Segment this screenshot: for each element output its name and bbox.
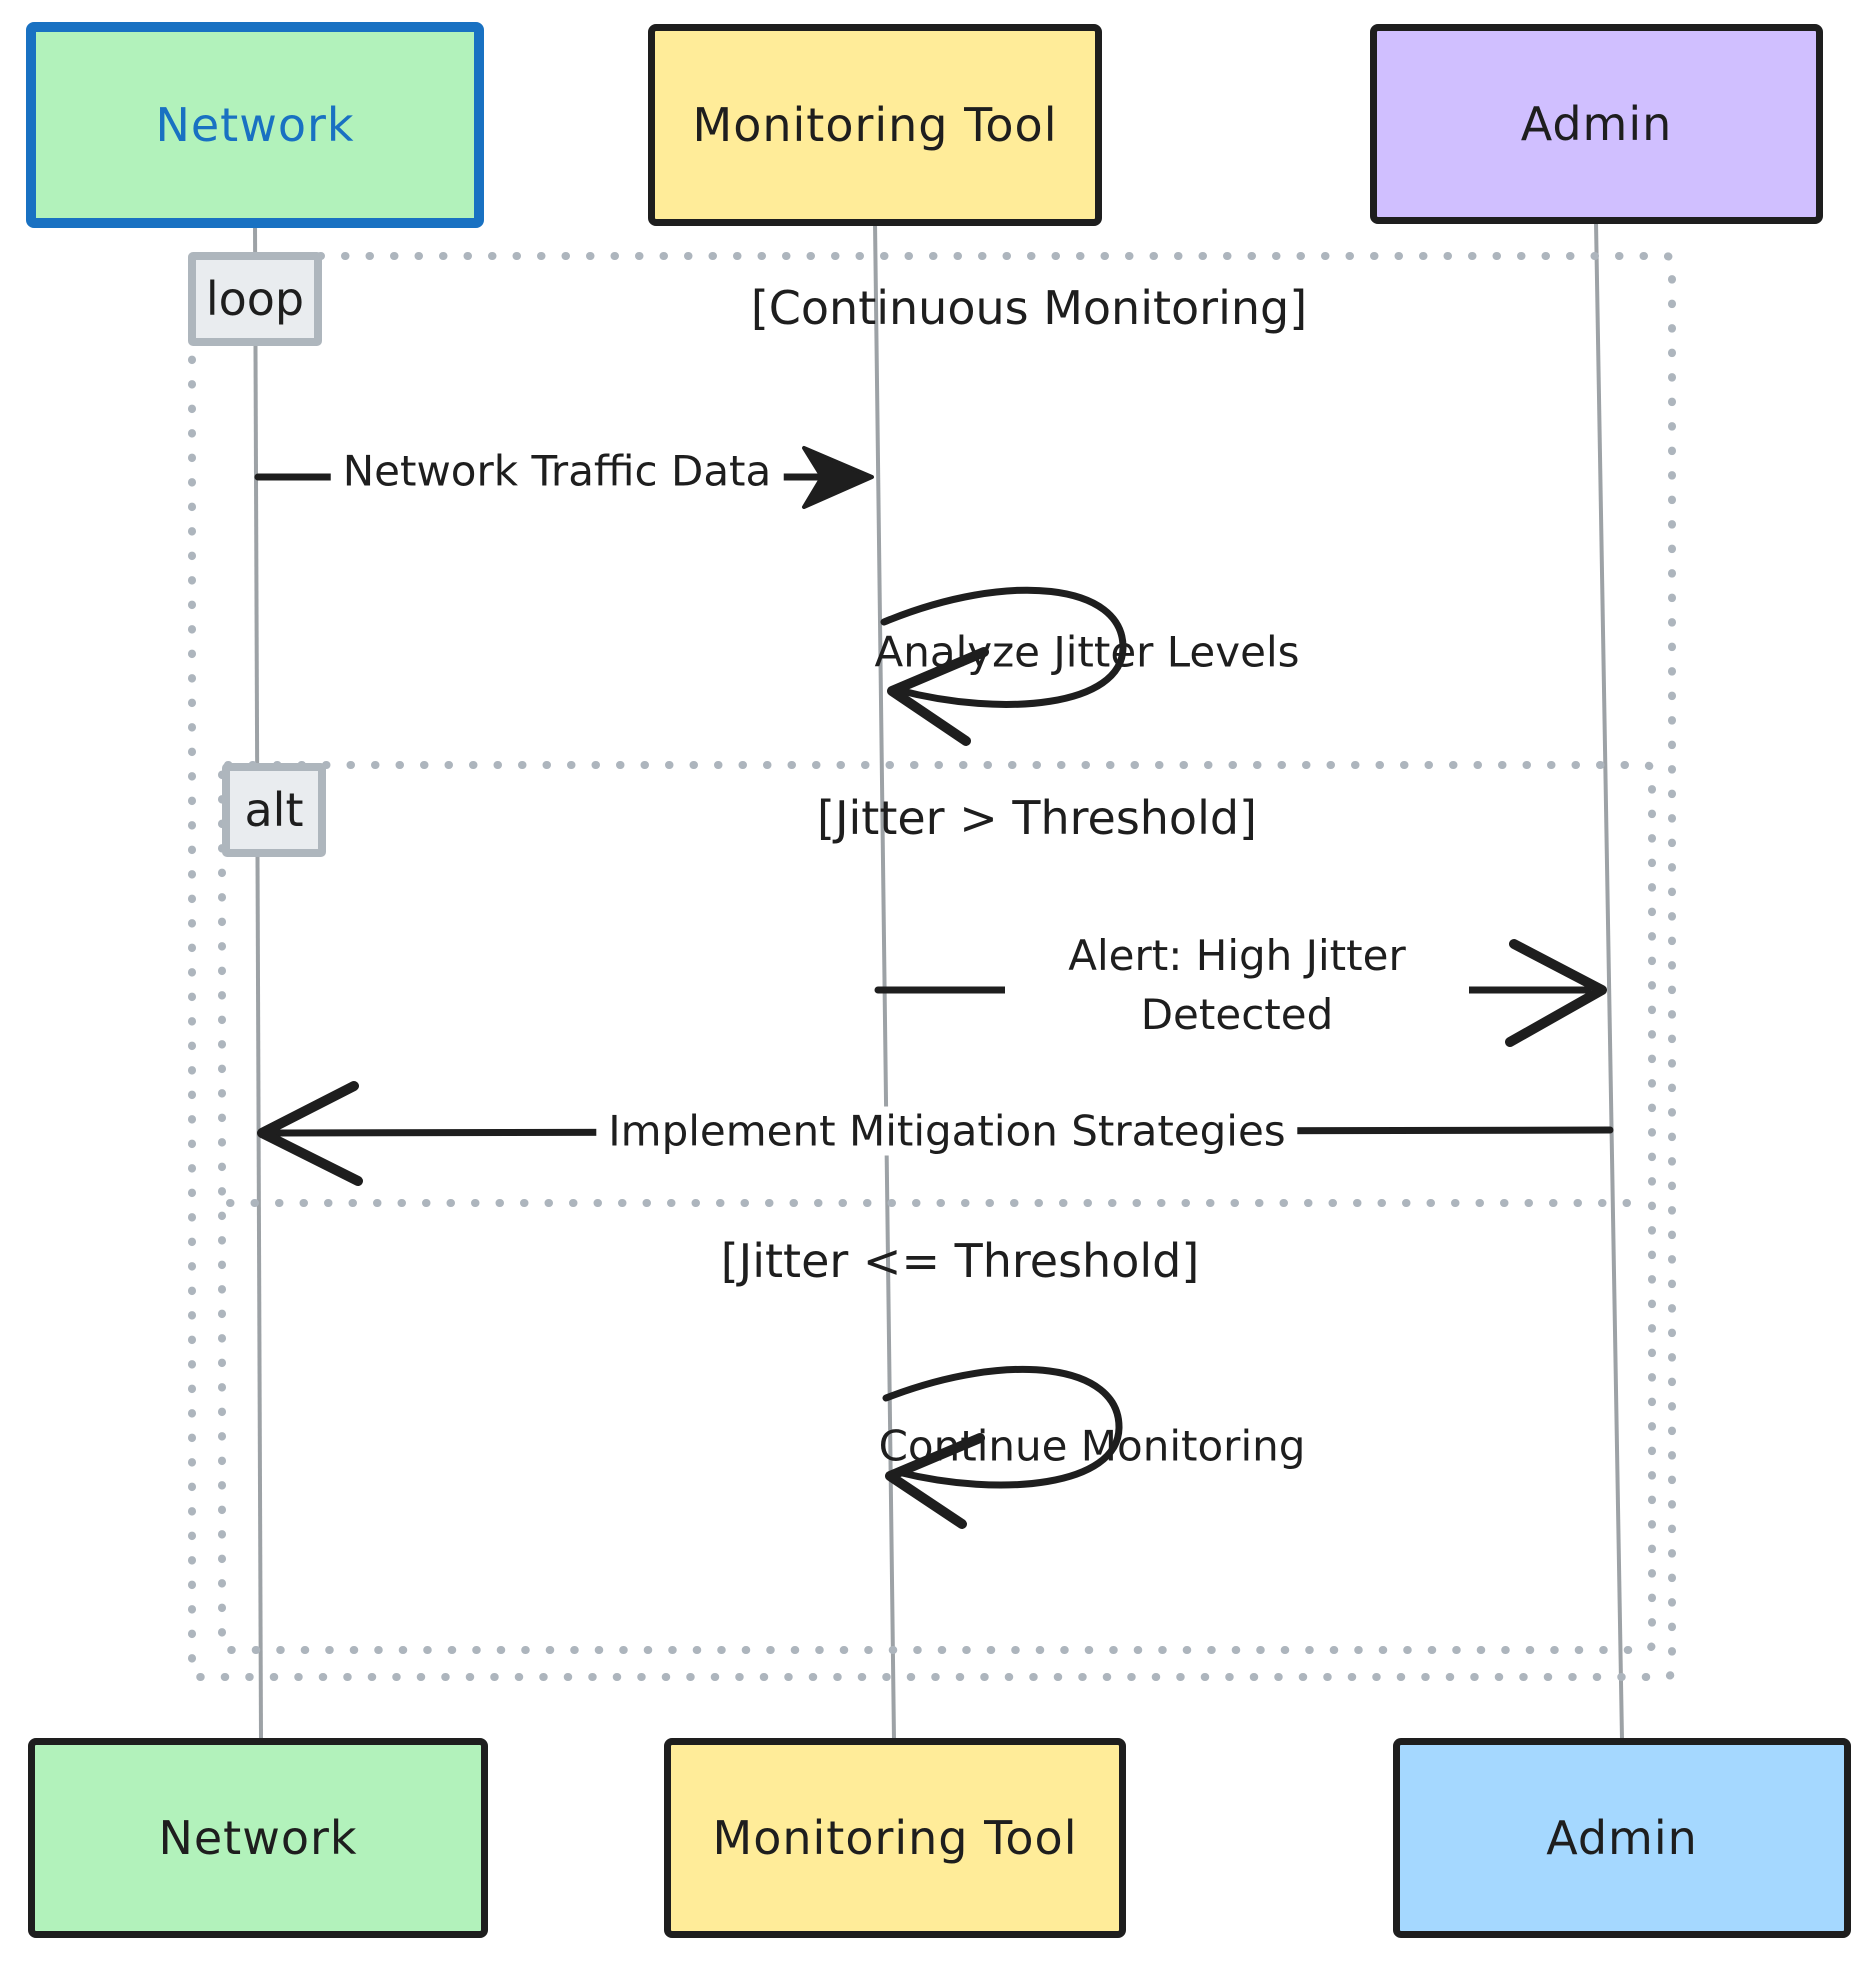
loop-frame[interactable] xyxy=(188,252,1676,1681)
message-label-alert-high-jitter[interactable]: Alert: High Jitter Detected xyxy=(1005,927,1469,1045)
alt-frame[interactable] xyxy=(218,761,1656,1654)
actor-top-monitoring-tool[interactable]: Monitoring Tool xyxy=(648,24,1102,226)
actor-top-monitoring-tool-label: Monitoring Tool xyxy=(692,98,1058,152)
message-arrow-continue-monitoring[interactable] xyxy=(882,1365,1123,1529)
message-arrow-analyze-jitter-levels[interactable] xyxy=(880,586,1127,746)
alt-condition-if-text: [Jitter > Threshold] xyxy=(816,791,1258,845)
alt-frame-label[interactable]: alt xyxy=(222,763,326,857)
actor-bottom-network[interactable]: Network xyxy=(28,1738,488,1938)
loop-frame-label-text: loop xyxy=(205,272,305,326)
actor-bottom-monitoring-tool[interactable]: Monitoring Tool xyxy=(664,1738,1126,1938)
actor-top-admin-label: Admin xyxy=(1520,97,1673,151)
message-label-implement-mitigation[interactable]: Implement Mitigation Strategies xyxy=(596,1106,1298,1156)
actor-bottom-admin-label: Admin xyxy=(1546,1811,1698,1865)
lifeline-monitoring xyxy=(873,221,896,1741)
actor-bottom-monitoring-tool-label: Monitoring Tool xyxy=(712,1811,1078,1865)
lifeline-network xyxy=(253,221,263,1741)
loop-frame-label[interactable]: loop xyxy=(188,252,322,346)
loop-condition-text: [Continuous Monitoring] xyxy=(750,281,1308,335)
alt-condition-else-text: [Jitter <= Threshold] xyxy=(720,1234,1200,1288)
actor-top-network[interactable]: Network xyxy=(26,22,484,228)
message-label-analyze-jitter-levels[interactable]: Analyze Jitter Levels xyxy=(874,627,1300,677)
alt-frame-label-text: alt xyxy=(244,783,304,837)
actor-top-network-label: Network xyxy=(155,98,355,152)
message-label-continue-monitoring[interactable]: Continue Monitoring xyxy=(878,1421,1306,1471)
message-label-network-traffic-data[interactable]: Network Traffic Data xyxy=(330,446,784,496)
actor-top-admin[interactable]: Admin xyxy=(1370,24,1823,224)
actor-bottom-network-label: Network xyxy=(158,1811,358,1865)
actor-bottom-admin[interactable]: Admin xyxy=(1393,1738,1851,1938)
lifeline-admin xyxy=(1594,221,1624,1741)
